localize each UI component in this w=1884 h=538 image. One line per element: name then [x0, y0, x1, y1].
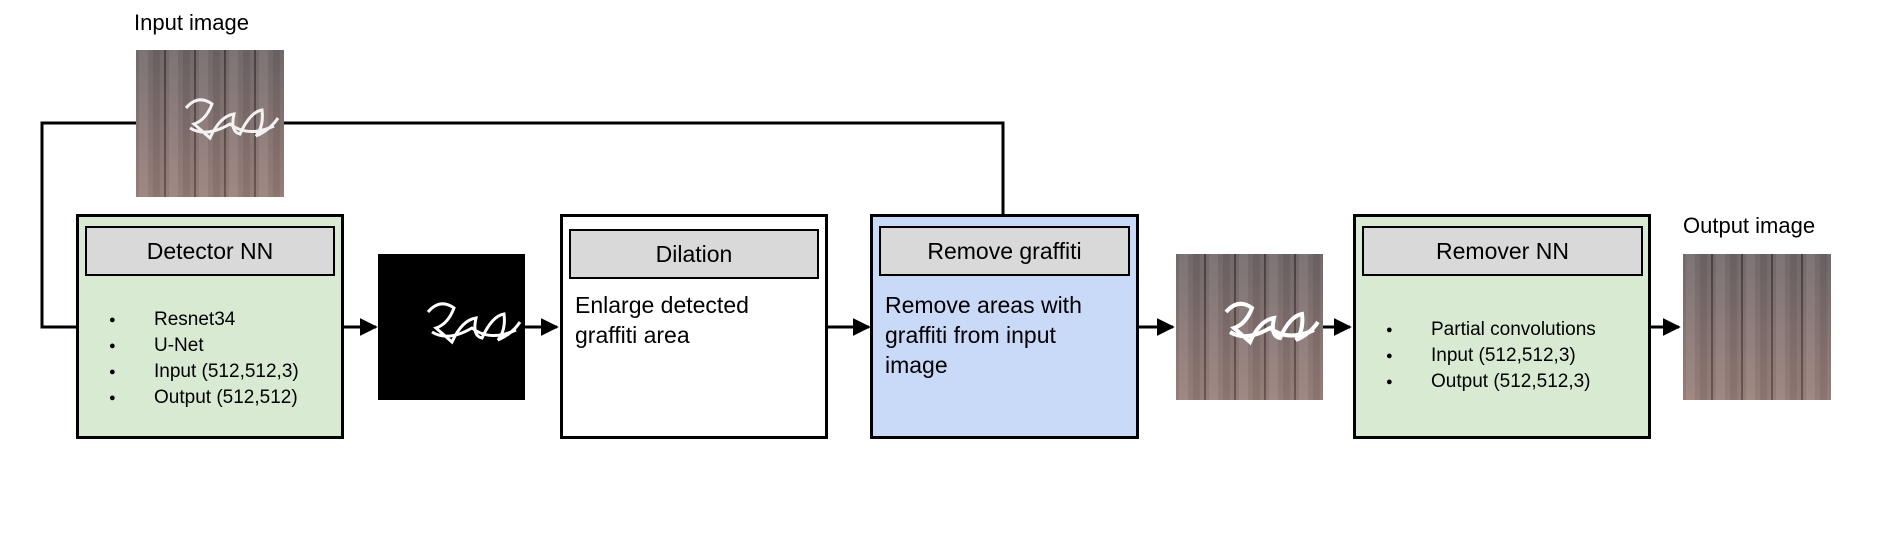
detector-nn-list: Resnet34 U-Net Input (512,512,3) Output …	[109, 307, 299, 411]
dilation-box: Dilation Enlarge detected graffiti area	[560, 214, 828, 439]
remove-graffiti-description: Remove areas with graffiti from input im…	[885, 292, 1082, 378]
list-item: Output (512,512,3)	[1386, 369, 1596, 395]
list-item: Partial convolutions	[1386, 317, 1596, 343]
remover-nn-box: Remover NN Partial convolutions Input (5…	[1353, 214, 1651, 439]
output-image-caption: Output image	[1683, 213, 1816, 238]
output-image	[1683, 254, 1831, 400]
remover-nn-title: Remover NN	[1362, 226, 1643, 276]
graffiti-mask-image	[378, 254, 525, 400]
list-item: Output (512,512)	[109, 385, 299, 411]
remove-graffiti-box: Remove graffiti Remove areas with graffi…	[870, 214, 1139, 439]
list-item: U-Net	[109, 333, 299, 359]
list-item: Input (512,512,3)	[109, 359, 299, 385]
list-item: Resnet34	[109, 307, 299, 333]
input-image	[136, 50, 284, 197]
input-to-detector-line	[40, 121, 136, 329]
dilation-description: Enlarge detected graffiti area	[575, 292, 749, 348]
masked-input-image	[1176, 254, 1323, 400]
input-to-remove-line	[284, 121, 1005, 217]
remover-nn-list: Partial convolutions Input (512,512,3) O…	[1386, 317, 1596, 395]
input-image-caption: Input image	[134, 10, 249, 35]
dilation-title: Dilation	[569, 229, 819, 279]
remove-graffiti-title: Remove graffiti	[879, 226, 1130, 276]
list-item: Input (512,512,3)	[1386, 343, 1596, 369]
detector-nn-box: Detector NN Resnet34 U-Net Input (512,51…	[76, 214, 344, 439]
detector-nn-title: Detector NN	[85, 226, 335, 276]
